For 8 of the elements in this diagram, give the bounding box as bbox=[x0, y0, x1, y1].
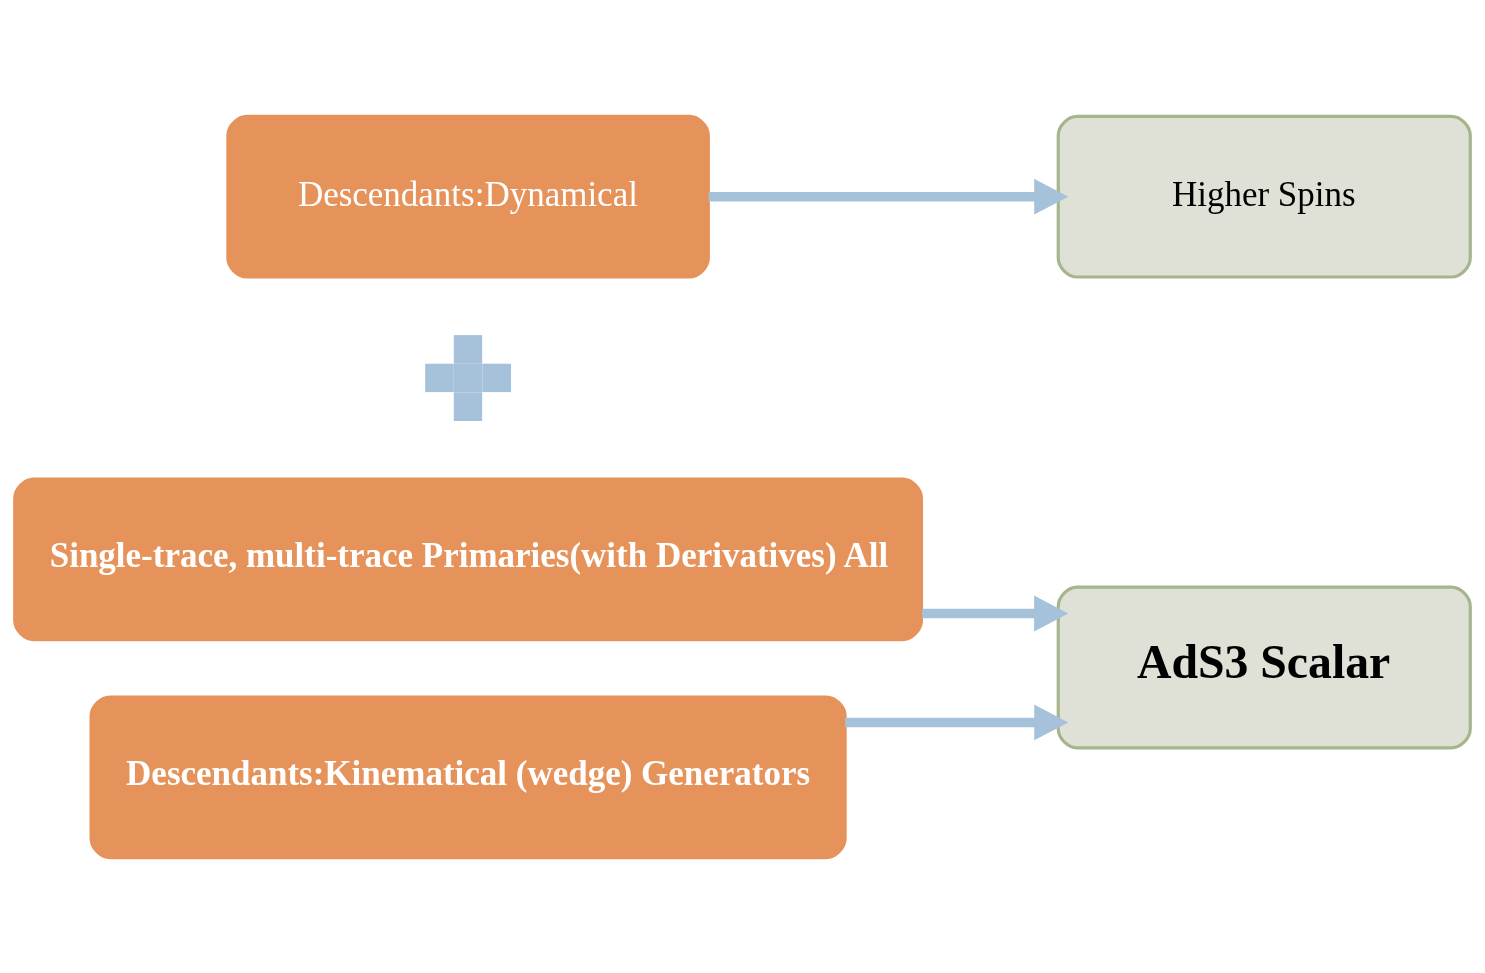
node-box: Single-trace, multi-trace Primaries(with Derivatives) All bbox=[13, 476, 924, 641]
node-box: Descendants:Kinematical (wedge) Generators bbox=[89, 694, 847, 859]
node-box: AdS3 Scalar bbox=[1056, 585, 1472, 749]
arrow bbox=[922, 595, 1069, 631]
node-box: Descendants:Dynamical bbox=[226, 114, 710, 279]
arrow bbox=[845, 704, 1069, 740]
arrow bbox=[708, 178, 1069, 215]
node-box: Higher Spins bbox=[1056, 114, 1472, 279]
